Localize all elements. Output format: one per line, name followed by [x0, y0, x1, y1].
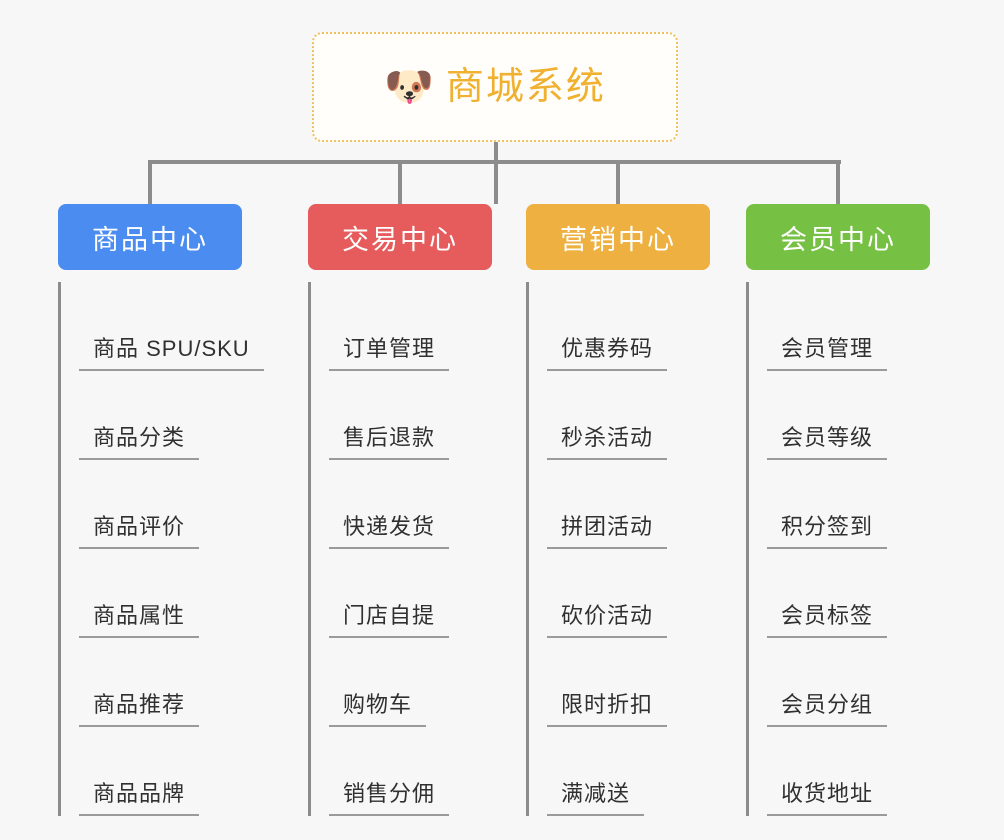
branch-marketing-center: 营销中心优惠券码秒杀活动拼团活动砍价活动限时折扣满减送	[526, 204, 710, 816]
leaf-item-label: 会员等级	[767, 425, 888, 460]
root-title: 商城系统	[445, 66, 606, 108]
branch-header-label: 营销中心	[560, 224, 676, 255]
branch-header-label: 会员中心	[780, 224, 896, 255]
branch-member-center: 会员中心会员管理会员等级积分签到会员标签会员分组收货地址	[746, 204, 930, 816]
leaf-item-label: 订单管理	[329, 336, 450, 371]
connector-root-stem	[494, 142, 498, 204]
leaf-item-label: 会员标签	[767, 603, 888, 638]
leaf-item[interactable]: 会员管理	[767, 282, 930, 371]
leaf-item[interactable]: 秒杀活动	[547, 371, 710, 460]
leaf-item[interactable]: 订单管理	[329, 282, 492, 371]
leaf-item-label: 限时折扣	[547, 692, 668, 727]
leaf-item[interactable]: 商品属性	[79, 549, 242, 638]
leaf-item-label: 商品评价	[79, 514, 200, 549]
leaf-item-label: 销售分佣	[329, 781, 450, 816]
leaf-item[interactable]: 收货地址	[767, 727, 930, 816]
leaf-item[interactable]: 优惠券码	[547, 282, 710, 371]
branch-header-trade-center[interactable]: 交易中心	[308, 204, 492, 270]
leaf-item-label: 售后退款	[329, 425, 450, 460]
connector-drop-member-center	[836, 160, 840, 206]
leaf-item-label: 优惠券码	[547, 336, 668, 371]
leaf-item[interactable]: 售后退款	[329, 371, 492, 460]
branch-items-marketing-center: 优惠券码秒杀活动拼团活动砍价活动限时折扣满减送	[526, 282, 710, 816]
shiba-dog-face-icon: 🐶	[384, 65, 434, 109]
branch-header-member-center[interactable]: 会员中心	[746, 204, 930, 270]
leaf-item[interactable]: 砍价活动	[547, 549, 710, 638]
branch-product-center: 商品中心商品 SPU/SKU 商品分类商品评价商品属性商品推荐商品品牌	[58, 204, 264, 816]
leaf-item-label: 收货地址	[767, 781, 888, 816]
leaf-item-label: 门店自提	[329, 603, 450, 638]
leaf-item-label: 商品品牌	[79, 781, 200, 816]
branch-items-product-center: 商品 SPU/SKU 商品分类商品评价商品属性商品推荐商品品牌	[58, 282, 264, 816]
connector-drop-marketing-center	[616, 160, 620, 206]
leaf-item-label: 商品 SPU/SKU	[79, 336, 264, 371]
leaf-item[interactable]: 门店自提	[329, 549, 492, 638]
leaf-item-label: 砍价活动	[547, 603, 668, 638]
leaf-item-label: 商品属性	[79, 603, 200, 638]
branch-items-member-center: 会员管理会员等级积分签到会员标签会员分组收货地址	[746, 282, 930, 816]
leaf-item[interactable]: 商品 SPU/SKU	[79, 282, 264, 371]
leaf-item[interactable]: 拼团活动	[547, 460, 710, 549]
leaf-item[interactable]: 会员等级	[767, 371, 930, 460]
leaf-item[interactable]: 限时折扣	[547, 638, 710, 727]
leaf-item-label: 会员分组	[767, 692, 888, 727]
leaf-item-label: 快递发货	[329, 514, 450, 549]
leaf-item-label: 拼团活动	[547, 514, 668, 549]
branch-trade-center: 交易中心订单管理售后退款快递发货门店自提购物车销售分佣	[308, 204, 492, 816]
leaf-item-label: 购物车	[329, 692, 427, 727]
leaf-item[interactable]: 快递发货	[329, 460, 492, 549]
root-node[interactable]: 🐶 商城系统	[312, 32, 678, 142]
leaf-item[interactable]: 商品品牌	[79, 727, 242, 816]
branch-items-trade-center: 订单管理售后退款快递发货门店自提购物车销售分佣	[308, 282, 492, 816]
leaf-item-label: 积分签到	[767, 514, 888, 549]
connector-drop-product-center	[148, 160, 152, 206]
leaf-item[interactable]: 购物车	[329, 638, 492, 727]
leaf-item-label: 会员管理	[767, 336, 888, 371]
branch-header-product-center[interactable]: 商品中心	[58, 204, 242, 270]
leaf-item[interactable]: 销售分佣	[329, 727, 492, 816]
leaf-item[interactable]: 商品分类	[79, 371, 242, 460]
connector-drop-trade-center	[398, 160, 402, 206]
leaf-item[interactable]: 会员分组	[767, 638, 930, 727]
leaf-item[interactable]: 会员标签	[767, 549, 930, 638]
leaf-item-label: 秒杀活动	[547, 425, 668, 460]
leaf-item[interactable]: 商品推荐	[79, 638, 242, 727]
leaf-item-label: 商品分类	[79, 425, 200, 460]
branch-header-label: 交易中心	[342, 224, 458, 255]
leaf-item[interactable]: 积分签到	[767, 460, 930, 549]
leaf-item-label: 商品推荐	[79, 692, 200, 727]
leaf-item[interactable]: 商品评价	[79, 460, 242, 549]
leaf-item-label: 满减送	[547, 781, 645, 816]
branch-header-label: 商品中心	[92, 224, 208, 255]
branch-header-marketing-center[interactable]: 营销中心	[526, 204, 710, 270]
leaf-item[interactable]: 满减送	[547, 727, 710, 816]
connector-horizontal-bus	[149, 160, 841, 164]
